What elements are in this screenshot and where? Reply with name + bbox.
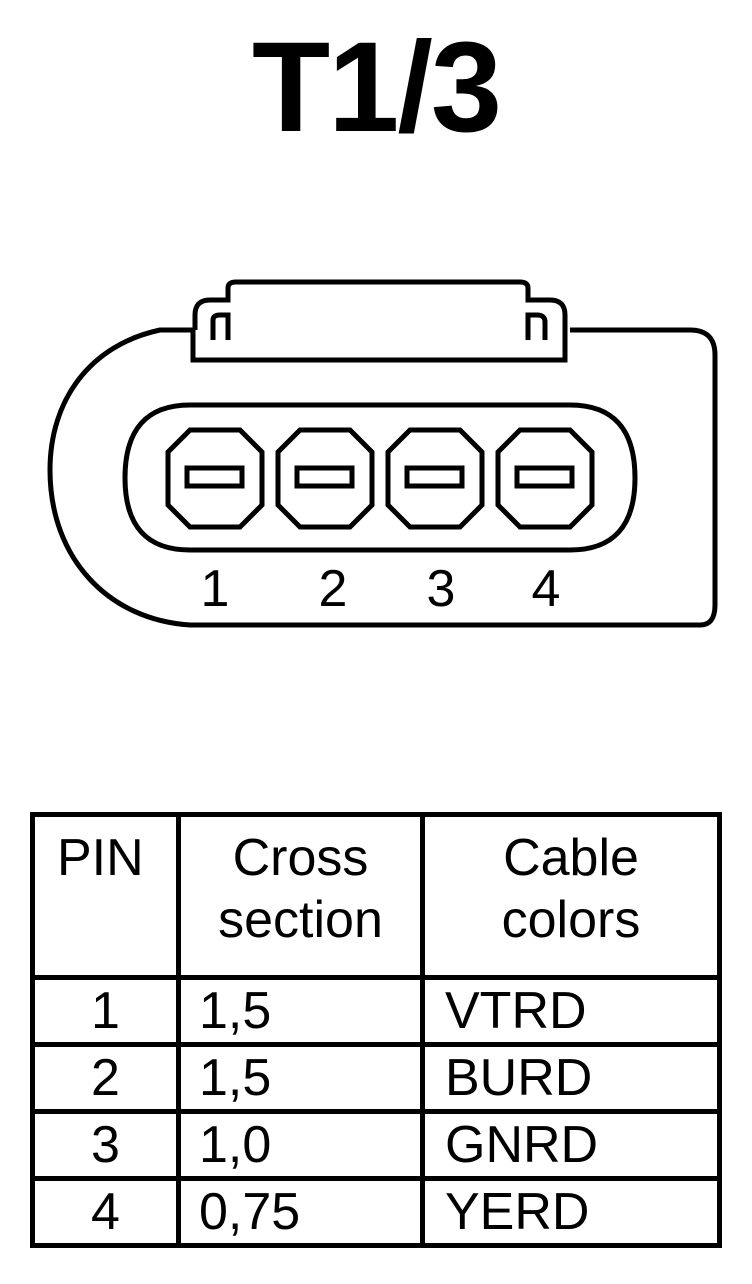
header-cross-section-line2: section	[218, 891, 383, 949]
pin-label-4: 4	[532, 560, 561, 618]
latch-inner-left	[210, 312, 231, 340]
connector-housing	[47, 327, 718, 628]
cell-pin: 2	[30, 1042, 181, 1114]
table-row: 1 1,5 VTRD	[30, 975, 722, 1047]
pin-4	[495, 427, 595, 530]
table-header-row: PIN Cross section Cable colors	[30, 812, 722, 980]
cell-pin: 3	[30, 1109, 181, 1181]
header-cross-section-line1: Cross	[232, 829, 369, 887]
cell-cable-color: BURD	[420, 1042, 722, 1114]
header-cable-colors: Cable colors	[420, 812, 722, 980]
pin-assignment-table: PIN Cross section Cable colors 1 1,5 VTR…	[30, 812, 722, 1248]
connector-title: T1/3	[251, 16, 502, 159]
table-row: 4 0,75 YERD	[30, 1176, 722, 1248]
header-cross-section: Cross section	[176, 812, 425, 980]
cell-cable-color: VTRD	[420, 975, 722, 1047]
pin-label-1: 1	[201, 560, 230, 618]
pin-label-3: 3	[427, 560, 456, 618]
pin-2	[275, 427, 375, 530]
cell-pin: 4	[30, 1176, 181, 1248]
cell-cross-section: 1,0	[176, 1109, 425, 1181]
table-row: 3 1,0 GNRD	[30, 1109, 722, 1181]
table-row: 2 1,5 BURD	[30, 1042, 722, 1114]
header-cable-colors-line2: colors	[501, 891, 641, 949]
connector-diagram: 1 2 3 4	[47, 279, 718, 628]
pin-1	[165, 427, 265, 530]
cell-pin: 1	[30, 975, 181, 1047]
pin-label-2: 2	[319, 560, 348, 618]
header-cable-colors-line1: Cable	[503, 829, 639, 887]
pin-3	[385, 427, 485, 530]
cell-cross-section: 0,75	[176, 1176, 425, 1248]
cell-cross-section: 1,5	[176, 1042, 425, 1114]
header-pin: PIN	[30, 812, 181, 980]
latch-inner-right	[525, 312, 548, 340]
locking-latch	[190, 279, 568, 363]
cell-cable-color: YERD	[420, 1176, 722, 1248]
cell-cable-color: GNRD	[420, 1109, 722, 1181]
cell-cross-section: 1,5	[176, 975, 425, 1047]
pin-cavity	[122, 402, 638, 553]
